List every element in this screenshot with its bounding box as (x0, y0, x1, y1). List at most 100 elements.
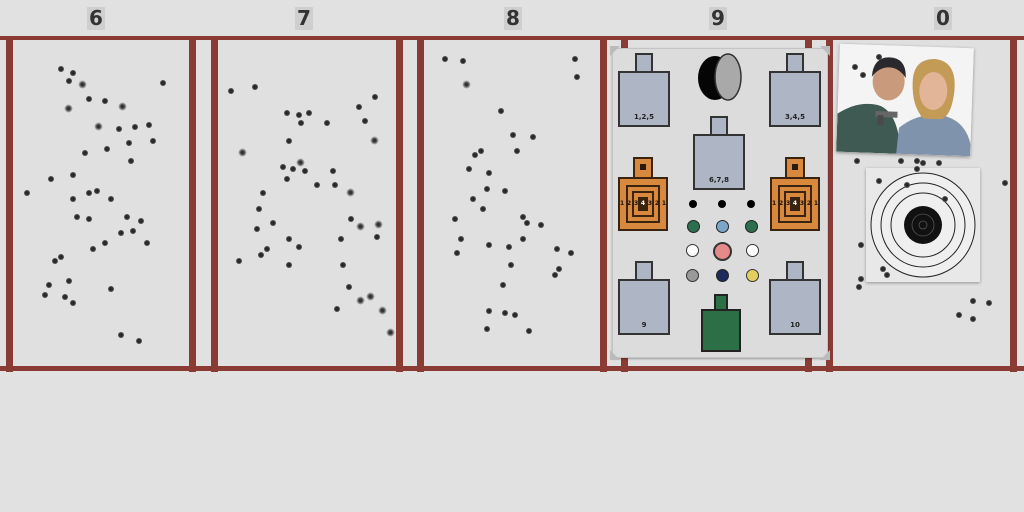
bullet-hole (552, 272, 558, 278)
bullet-hole (458, 236, 464, 242)
bullet-hole (502, 188, 508, 194)
silhouette-target-10[interactable]: 10 (769, 261, 821, 335)
bullet-hole (82, 150, 88, 156)
pink-dot-target[interactable] (713, 242, 732, 261)
yellow-dot-target[interactable] (746, 269, 759, 282)
bullet-hole (970, 298, 976, 304)
bullet-hole (484, 186, 490, 192)
green-dot-target[interactable] (687, 220, 700, 233)
bottom-rail (0, 366, 1024, 371)
lane-number-6: 6 (87, 7, 105, 30)
bullet-hole (254, 226, 260, 232)
bullet-hole (132, 124, 138, 130)
ring-number: 2 (806, 200, 812, 207)
green-dot-target[interactable] (745, 220, 758, 233)
bullet-hole (858, 276, 864, 282)
grey-dot-target[interactable] (686, 269, 699, 282)
orange-ring-target-left[interactable]: 1 2 3 4 3 2 1 (618, 157, 668, 232)
bullseye-target[interactable] (866, 168, 980, 282)
frame-post (417, 36, 424, 372)
white-dot-target[interactable] (686, 244, 699, 257)
bullet-hole (470, 196, 476, 202)
bullet-hole (144, 240, 150, 246)
bullet-hole (442, 56, 448, 62)
bullet-hole (334, 306, 340, 312)
hostage-photo-target[interactable] (836, 43, 974, 157)
bullet-hole (284, 176, 290, 182)
clip-icon (610, 350, 620, 360)
bullet-hole (486, 170, 492, 176)
bullet-hole (572, 56, 578, 62)
bullet-hole (486, 308, 492, 314)
bullet-hole (452, 216, 458, 222)
bullet-hole (108, 286, 114, 292)
bullet-hole (116, 126, 122, 132)
bullet-hole (90, 246, 96, 252)
bullet-hole (942, 196, 948, 202)
bullet-hole (296, 158, 305, 167)
bullet-hole (314, 182, 320, 188)
bullet-hole (524, 220, 530, 226)
black-dot-target[interactable] (718, 200, 726, 208)
clip-icon (820, 350, 830, 360)
bullet-hole (48, 176, 54, 182)
bullet-hole (472, 152, 478, 158)
bullet-hole (510, 132, 516, 138)
lane-7-paper[interactable] (219, 40, 397, 364)
bullet-hole (296, 244, 302, 250)
bullet-hole (554, 246, 560, 252)
bullet-hole (876, 178, 882, 184)
bullet-hole (286, 236, 292, 242)
bullet-hole (64, 104, 73, 113)
ring-number: 2 (626, 200, 632, 207)
bullet-hole (898, 158, 904, 164)
bullet-hole (102, 98, 108, 104)
white-dot-target[interactable] (746, 244, 759, 257)
frame-post (826, 36, 833, 372)
bullet-hole (280, 164, 286, 170)
bullet-hole (340, 262, 346, 268)
lane-6-paper[interactable] (14, 40, 190, 364)
bullet-hole (348, 216, 354, 222)
silhouette-target-1-2-5[interactable]: 1,2,5 (618, 53, 670, 127)
ring-number: 2 (778, 200, 784, 207)
bullet-hole (62, 294, 68, 300)
bullet-hole (362, 118, 368, 124)
bullet-hole (914, 158, 920, 164)
bullet-hole (306, 110, 312, 116)
navy-dot-target[interactable] (716, 269, 729, 282)
lane-9-target-card[interactable]: 1,2,5 3,4,5 6,7,8 1 2 3 4 3 2 1 (610, 46, 830, 360)
bullet-hole (986, 300, 992, 306)
green-silhouette-target[interactable] (701, 294, 741, 352)
bullet-hole (70, 70, 76, 76)
bullet-hole (252, 84, 258, 90)
bullet-hole (500, 282, 506, 288)
bullet-hole (296, 112, 302, 118)
silhouette-target-6-7-8[interactable]: 6,7,8 (693, 116, 745, 190)
bullet-hole (460, 58, 466, 64)
bullet-hole (74, 214, 80, 220)
ring-number: 3 (785, 200, 791, 207)
bullet-hole (386, 328, 395, 337)
bullet-hole (884, 272, 890, 278)
target-label: 6,7,8 (693, 134, 745, 190)
blue-dot-target[interactable] (716, 220, 729, 233)
oval-targets-icon[interactable] (695, 51, 743, 103)
bullet-hole (526, 328, 532, 334)
lane-8-paper[interactable] (425, 40, 601, 364)
bullet-hole (302, 168, 308, 174)
frame-post (1010, 36, 1017, 372)
black-dot-target[interactable] (747, 200, 755, 208)
bullet-hole (530, 134, 536, 140)
frame-post (211, 36, 218, 372)
black-dot-target[interactable] (689, 200, 697, 208)
bullet-hole (478, 148, 484, 154)
bullet-hole (480, 206, 486, 212)
orange-ring-target-right[interactable]: 1 2 3 4 3 2 1 (770, 157, 820, 232)
clip-icon (820, 46, 830, 56)
silhouette-target-3-4-5[interactable]: 3,4,5 (769, 53, 821, 127)
silhouette-target-9[interactable]: 9 (618, 261, 670, 335)
bullet-hole (858, 242, 864, 248)
bullet-hole (852, 64, 858, 70)
bullet-hole (52, 258, 58, 264)
